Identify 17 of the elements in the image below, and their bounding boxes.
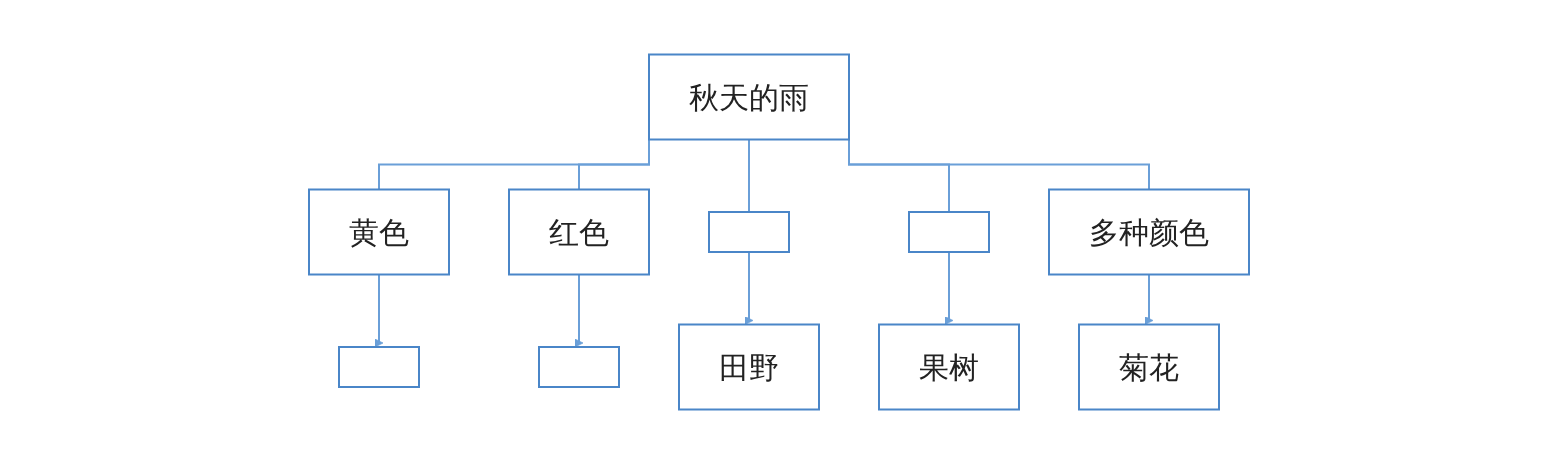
- arrow: [1144, 273, 1153, 325]
- node-box: [907, 211, 990, 253]
- arrow: [374, 273, 383, 348]
- node-box: [337, 346, 420, 388]
- arrow: [574, 273, 583, 348]
- node-box: 田野: [677, 323, 820, 411]
- node-box: [537, 346, 620, 388]
- arrow: [944, 251, 953, 325]
- node-box: [707, 211, 790, 253]
- node-box: 红色: [507, 188, 650, 276]
- node-box: 果树: [877, 323, 1020, 411]
- connector: [747, 138, 750, 213]
- arrow: [744, 251, 753, 325]
- node-box: 多种颜色: [1047, 188, 1250, 276]
- node-box: 黄色: [307, 188, 450, 276]
- node-box: 秋天的雨: [647, 53, 850, 141]
- node-box: 菊花: [1077, 323, 1220, 411]
